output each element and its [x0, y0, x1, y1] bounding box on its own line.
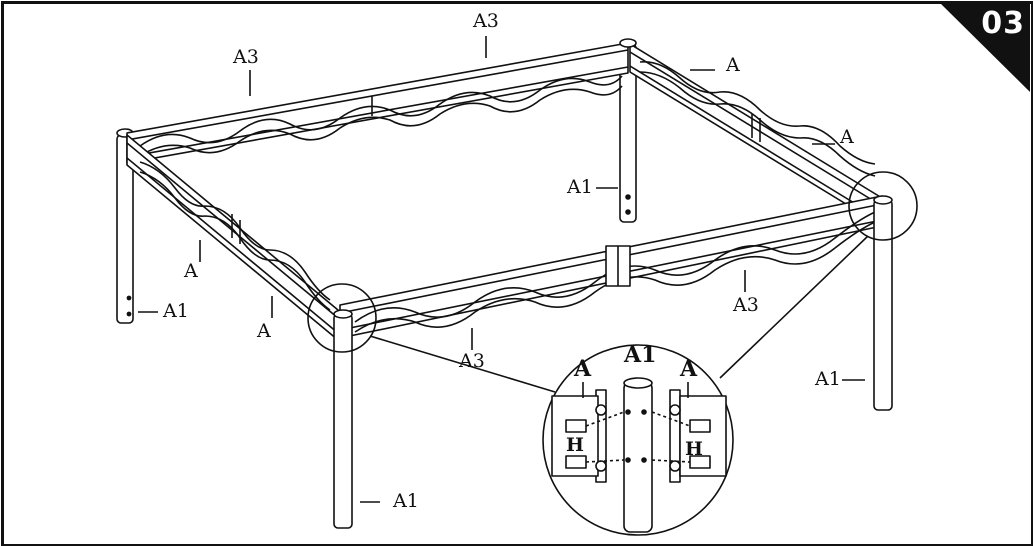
detail-label-h-right: H	[685, 438, 703, 460]
front-rail	[339, 195, 883, 339]
back-right-leg-cap	[619, 38, 637, 48]
leader-lines	[138, 36, 865, 503]
label-a3-right: A3	[733, 294, 759, 316]
label-a3-back: A3	[473, 10, 499, 32]
label-a3-front: A3	[459, 350, 485, 372]
front-left-leg	[333, 309, 353, 529]
step-badge	[940, 3, 1030, 92]
corner-highlight-front-left	[307, 283, 377, 353]
detail-label-a1: A1	[624, 342, 657, 368]
front-right-leg	[873, 195, 893, 411]
label-a-left-upper: A	[184, 260, 198, 282]
corner-highlight-front-right	[848, 171, 918, 241]
label-a1-front: A1	[393, 490, 419, 512]
detail-inset	[542, 344, 734, 536]
label-a-right-top: A	[726, 54, 740, 76]
back-rail	[126, 42, 629, 164]
label-a1-left: A1	[163, 300, 189, 322]
back-left-leg	[116, 128, 134, 324]
step-number: 03	[981, 6, 1025, 41]
label-a1-back-center: A1	[567, 176, 593, 198]
back-right-leg	[619, 43, 637, 223]
label-a-left-lower: A	[257, 320, 271, 342]
label-a1-right: A1	[815, 368, 841, 390]
detail-label-a-left: A	[574, 356, 592, 382]
detail-label-a-right: A	[680, 356, 698, 382]
label-a3-left: A3	[233, 46, 259, 68]
left-rail	[126, 134, 339, 341]
detail-label-h-left: H	[566, 434, 584, 456]
label-a-right-mid: A	[840, 126, 854, 148]
